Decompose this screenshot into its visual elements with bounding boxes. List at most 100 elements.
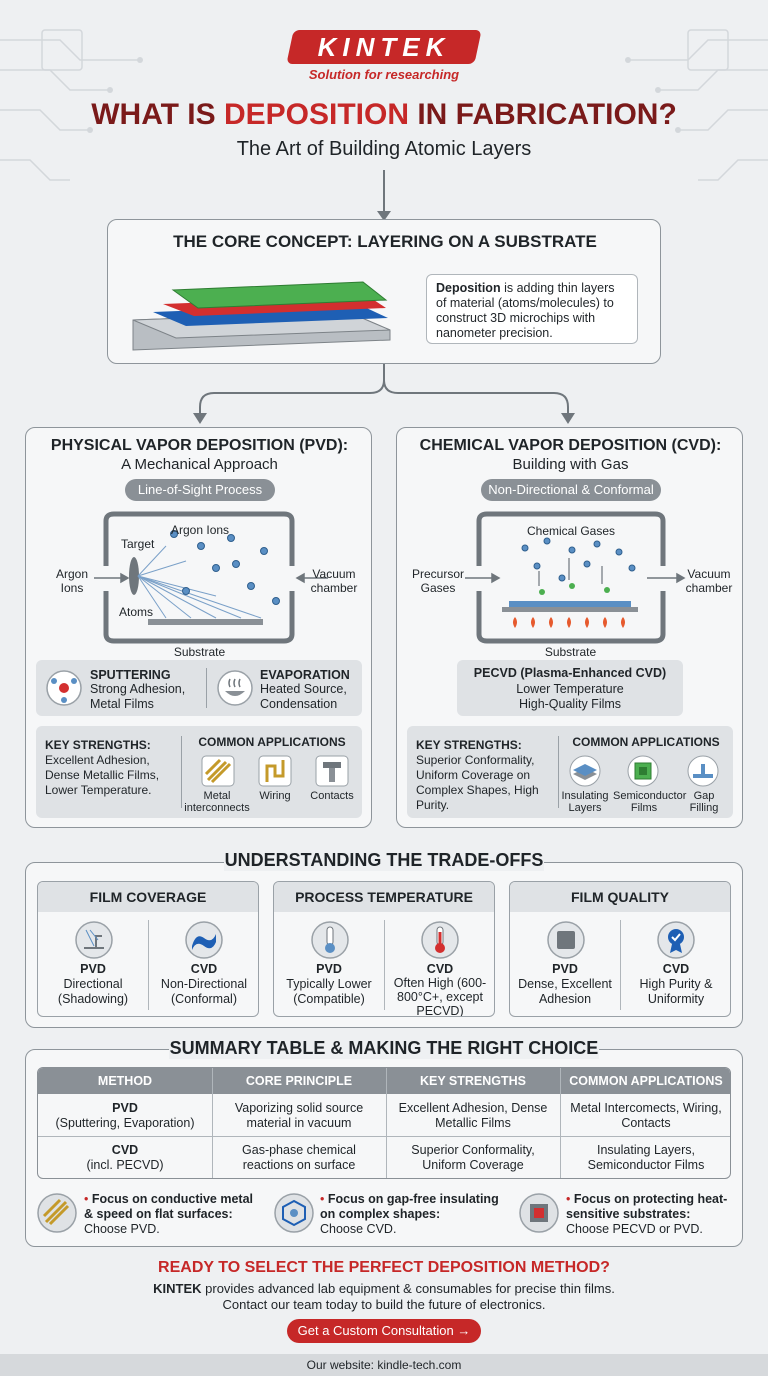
evaporation-title: EVAPORATION	[260, 668, 350, 682]
pvd-app-label-3: Contacts	[310, 790, 354, 802]
cvd-process-pill: Non-Directional & Conformal	[481, 479, 661, 501]
cvd-app-label-3: Gap Filling	[689, 790, 719, 814]
cvd-strengths-text: Superior Conformality, Uniform Coverage …	[416, 753, 539, 812]
cta-line2: Contact our team today to build the futu…	[222, 1297, 546, 1312]
sputtering-icon	[46, 670, 82, 706]
pecvd-line2: High-Quality Films	[518, 697, 622, 711]
evaporation-icon	[217, 670, 253, 706]
cvd-card: CHEMICAL VAPOR DEPOSITION (CVD): Buildin…	[396, 427, 743, 828]
choice-pecvd: • Focus on protecting heat-sensitive sub…	[566, 1192, 728, 1236]
table-header-method: METHOD	[97, 1074, 153, 1088]
core-heading: THE CORE CONCEPT: LAYERING ON A SUBSTRAT…	[173, 232, 597, 251]
table-row-1-principle: Vaporizing solid source material in vacu…	[234, 1101, 364, 1130]
footer-website[interactable]: Our website: kindle-tech.com	[306, 1358, 462, 1372]
contacts-icon	[315, 755, 349, 787]
low-temperature-icon	[311, 921, 349, 959]
pvd-substrate-label: Substrate	[173, 645, 226, 659]
cvd-chamber-diagram	[465, 511, 686, 644]
pvd-strengths-text: Excellent Adhesion, Dense Metallic Films…	[45, 753, 160, 797]
pvd-strengths-title: KEY STRENGTHS:	[45, 738, 151, 752]
summary-heading: SUMMARY TABLE & MAKING THE RIGHT CHOICE	[169, 1038, 599, 1059]
wiring-icon	[258, 755, 292, 787]
pvd-chamber-diagram	[94, 511, 328, 644]
insulating-shape-icon	[274, 1193, 314, 1233]
table-row-1-strengths: Excellent Adhesion, Dense Metallic Films	[398, 1101, 548, 1130]
conformal-coverage-icon	[185, 921, 223, 959]
process-temperature-title: PROCESS TEMPERATURE	[274, 882, 494, 912]
choice-cvd: • Focus on gap-free insulating on comple…	[320, 1192, 499, 1236]
table-header-strengths: KEY STRENGTHS	[419, 1074, 527, 1088]
pvd-atoms-label: Atoms	[119, 605, 154, 619]
table-header-applications: COMMON APPLICATIONS	[569, 1074, 723, 1088]
pecvd-title: PECVD (Plasma-Enhanced CVD)	[473, 666, 667, 680]
semiconductor-films-icon	[627, 755, 659, 787]
tradeoffs-heading: UNDERSTANDING THE TRADE-OFFS	[224, 850, 544, 871]
choice-pvd: • Focus on conductive metal & speed on f…	[84, 1192, 253, 1236]
pvd-app-label-1: Metal interconnects	[184, 790, 250, 814]
core-concept-card: THE CORE CONCEPT: LAYERING ON A SUBSTRAT…	[107, 219, 661, 364]
core-description: Deposition is adding thin layers of mate…	[426, 274, 638, 344]
tagline: Solution for researching	[308, 67, 460, 82]
cvd-app-label-1: Insulating Layers	[561, 790, 609, 814]
sputtering-desc: Strong Adhesion, Metal Films	[90, 682, 186, 711]
cvd-subtitle: Building with Gas	[512, 456, 629, 473]
pvd-vacuum-label: Vacuum chamber	[310, 567, 358, 595]
table-row-2-apps: Insulating Layers, Semiconductor Films	[587, 1143, 705, 1172]
dense-film-icon	[547, 921, 585, 959]
cvd-app-label-2: Semiconductor Films	[613, 790, 687, 814]
logo-text: KINTEK	[317, 32, 451, 62]
pecvd-panel: PECVD (Plasma-Enhanced CVD) Lower Temper…	[457, 660, 683, 716]
pvd-methods-panel: SPUTTERING Strong Adhesion, Metal Films …	[36, 660, 362, 716]
circuit-background	[0, 29, 768, 181]
pvd-apps-title: COMMON APPLICATIONS	[198, 735, 346, 749]
evaporation-desc: Heated Source, Condensation	[260, 682, 347, 711]
pvd-subtitle: A Mechanical Approach	[121, 456, 278, 473]
metal-interconnects-icon	[201, 755, 235, 787]
flow-arrows	[193, 170, 575, 424]
cta-line1: KINTEK provides advanced lab equipment &…	[153, 1281, 615, 1296]
consultation-button[interactable]: Get a Custom Consultation →	[287, 1319, 481, 1343]
cvd-title: CHEMICAL VAPOR DEPOSITION (CVD):	[419, 437, 722, 454]
cvd-vacuum-label: Vacuum chamber	[685, 567, 733, 595]
pvd-card: PHYSICAL VAPOR DEPOSITION (PVD): A Mecha…	[25, 427, 372, 828]
cvd-strengths-panel: KEY STRENGTHS: Superior Conformality, Un…	[407, 726, 733, 818]
purity-award-icon	[657, 921, 695, 959]
cta-heading: READY TO SELECT THE PERFECT DEPOSITION M…	[158, 1259, 610, 1276]
pvd-strengths-panel: KEY STRENGTHS: Excellent Adhesion, Dense…	[36, 726, 362, 818]
layer-stack-icon	[132, 281, 391, 351]
film-coverage-title: FILM COVERAGE	[38, 882, 258, 912]
high-temperature-icon	[421, 921, 459, 959]
page-title: WHAT IS DEPOSITION IN FABRICATION?	[91, 98, 677, 131]
film-quality-title: FILM QUALITY	[510, 882, 730, 912]
gap-filling-icon	[687, 755, 719, 787]
pecvd-line1: Lower Temperature	[516, 682, 624, 696]
logo-badge: KINTEK	[286, 30, 482, 64]
table-row-2-method: CVD(incl. PECVD)	[86, 1143, 164, 1172]
sputtering-title: SPUTTERING	[90, 668, 171, 682]
pvd-app-label-2: Wiring	[259, 790, 291, 802]
table-row-1-method: PVD(Sputtering, Evaporation)	[55, 1101, 195, 1130]
pvd-title: PHYSICAL VAPOR DEPOSITION (PVD):	[50, 437, 349, 454]
table-row-2-strengths: Superior Conformality, Uniform Coverage	[411, 1143, 535, 1172]
heat-sensitive-chip-icon	[519, 1193, 559, 1233]
cvd-gases-label: Chemical Gases	[526, 524, 616, 538]
table-header-principle: CORE PRINCIPLE	[245, 1074, 353, 1088]
cvd-strengths-title: KEY STRENGTHS:	[416, 738, 522, 752]
pvd-argon-left-label: Argon Ions	[55, 567, 89, 595]
summary-table: METHOD CORE PRINCIPLE KEY STRENGTHS COMM…	[37, 1067, 731, 1179]
cvd-apps-title: COMMON APPLICATIONS	[572, 735, 720, 749]
insulating-layers-icon	[569, 755, 601, 787]
directional-coverage-icon	[75, 921, 113, 959]
conductive-metal-icon	[37, 1193, 77, 1233]
cvd-substrate-label: Substrate	[544, 645, 597, 659]
page-subtitle: The Art of Building Atomic Layers	[236, 138, 532, 160]
pvd-process-pill: Line-of-Sight Process	[125, 479, 275, 501]
table-row-2-principle: Gas-phase chemical reactions on surface	[242, 1143, 356, 1172]
